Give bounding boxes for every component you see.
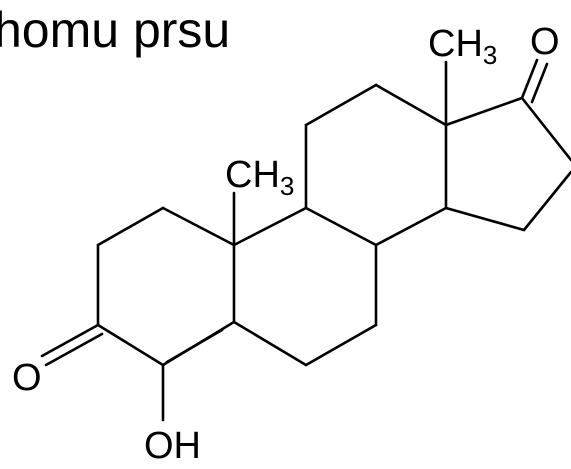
ketone-c3-bond [40,323,104,367]
ketone-oxygen-left: O [12,357,42,399]
methyl-label-middle: CH3 [225,154,294,201]
ring-d [444,96,571,232]
ring-a [96,206,236,367]
figure-caption: homu prsu [0,2,231,58]
ring-b [232,206,378,367]
ketone-c17-bond [520,58,549,104]
hydroxyl-label: OH [144,425,201,467]
methyl-label-top-right: CH3 [428,23,497,70]
ring-c [304,83,448,247]
ketone-oxygen-right: O [530,21,560,63]
